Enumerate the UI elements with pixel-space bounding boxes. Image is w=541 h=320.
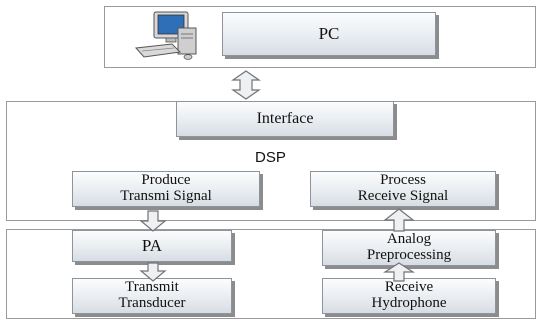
transmit-line-2: Transducer [118,295,186,311]
dsp-label: DSP [255,149,286,166]
pc-box-label: PC [318,24,340,44]
analog-box: Analog Preprocessing [322,230,496,266]
transmit-line-1: Transmit [125,279,179,296]
analog-line-2: Preprocessing [366,247,452,263]
desktop-computer-icon [134,11,197,60]
pc-interface-bidirectional-arrow [231,70,261,100]
analog-line-1: Analog [386,231,432,248]
receive-box: Receive Hydrophone [322,278,496,314]
produce-line-2: Transmi Signal [120,188,212,204]
receive-to-analog-arrow [382,262,416,282]
process-box: Process Receive Signal [310,171,496,207]
interface-box-label: Interface [256,109,314,127]
process-line-1: Process [380,172,426,189]
pa-box: PA [72,230,232,262]
produce-line-1: Produce [141,172,191,189]
pa-to-transmit-arrow [139,262,167,282]
transmit-box: Transmit Transducer [72,278,232,314]
analog-to-process-arrow [383,208,415,232]
receive-line-1: Receive [384,279,434,296]
interface-box: Interface [176,101,394,137]
process-line-2: Receive Signal [357,188,449,204]
produce-to-pa-arrow [139,210,167,232]
receive-line-2: Hydrophone [371,295,447,311]
pc-box: PC [222,12,436,56]
produce-box: Produce Transmi Signal [72,171,260,207]
pa-box-label: PA [141,236,163,256]
